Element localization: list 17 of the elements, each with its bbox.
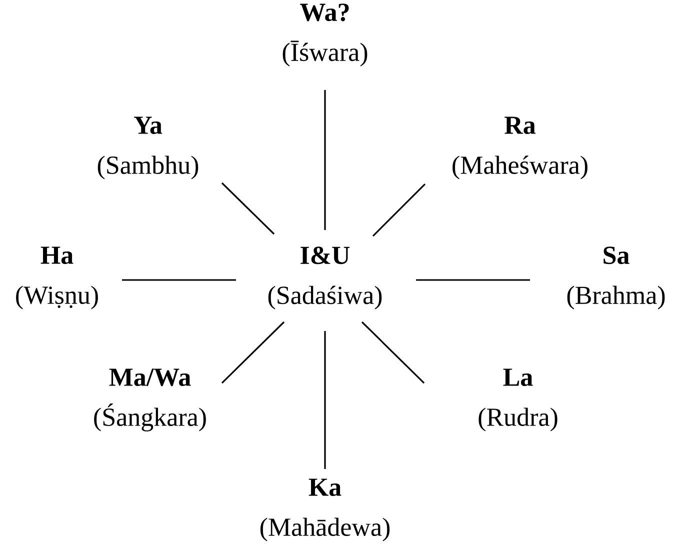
node-label: I&U (Sadaśiwa) [268,246,382,310]
connector-line [324,90,326,230]
node-label: Ya (Sambhu) [98,116,198,180]
connector-line [372,183,426,237]
node-label: La (Rudra) [478,368,558,432]
connector-line [221,182,275,235]
node-label: Sa (Brahma) [567,246,665,310]
connector-line [324,331,326,469]
node-label: Ra (Maheśwara) [452,116,588,180]
node-label: Ha (Wiṣṇu) [16,246,98,310]
node-label: Wa? (Īśwara) [282,4,368,66]
connector-line [221,321,285,384]
connector-line [122,279,236,281]
node-label: Ka (Mahādewa) [260,478,390,542]
connector-line [361,321,425,384]
connector-line [416,279,530,281]
node-label: Ma/Wa (Śangkara) [94,368,206,432]
